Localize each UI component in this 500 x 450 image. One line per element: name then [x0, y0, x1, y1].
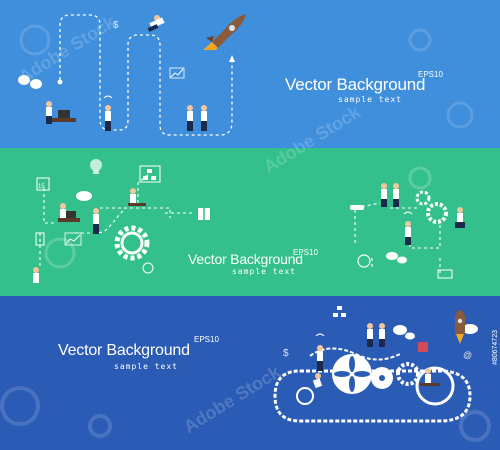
list-icon	[35, 232, 45, 246]
person-standing-icon	[93, 208, 99, 234]
cloud-icon	[462, 324, 478, 334]
chat-icon	[18, 75, 42, 89]
radiation-wheel-icon	[371, 367, 393, 389]
money-icon	[437, 269, 453, 279]
gift-icon	[198, 208, 210, 220]
banner-bottom-sample-text: sample text	[114, 362, 178, 371]
propeller-wheel-icon	[332, 354, 372, 394]
banner-middle-sample-text: sample text	[232, 267, 296, 276]
banner-bottom: $ @ Vector Background EPS10 sample text	[0, 296, 500, 450]
person-wifi-icon	[315, 333, 325, 371]
chat-icon	[386, 252, 407, 264]
globe-icon	[142, 262, 154, 274]
calendar-day-text: 15	[38, 184, 45, 190]
person-wifi-icon	[403, 211, 413, 245]
gear-wheel-icon	[396, 362, 420, 386]
calendar-icon: 15	[36, 177, 50, 191]
person-icon	[33, 267, 39, 283]
person-laptop-icon	[128, 188, 146, 206]
person-at-desk-icon	[46, 101, 76, 124]
banner-middle: 15	[0, 148, 500, 296]
handshake-people-icon	[187, 105, 207, 131]
rocket-icon	[455, 310, 465, 344]
chat-icon	[393, 325, 415, 340]
banner-middle-illustration: 15	[33, 159, 465, 283]
banner-top: $	[0, 0, 500, 148]
banner-bottom-title: Vector Background	[58, 342, 190, 359]
person-wifi-icon	[103, 95, 113, 131]
chart-icon	[64, 232, 82, 246]
gears-icon	[415, 190, 448, 224]
stock-id-text: #80674723	[492, 330, 499, 366]
lightbulb-icon	[90, 159, 102, 174]
banner-middle-title: Vector Background	[188, 251, 303, 267]
banner-bottom-illustration: $ @	[0, 306, 491, 442]
conveyor-belt	[273, 369, 472, 423]
at-sign-icon: @	[463, 350, 472, 360]
small-wheel	[296, 387, 314, 405]
banner-middle-eps: EPS10	[293, 248, 318, 257]
web-icon	[357, 254, 371, 268]
shopping-bag-icon	[418, 342, 428, 352]
handshake-people-icon	[381, 183, 399, 207]
gear-icon	[114, 225, 150, 261]
banner-bottom-eps: EPS10	[194, 335, 219, 344]
handshake-people-icon	[367, 323, 385, 347]
large-wheel	[415, 366, 455, 406]
chart-icon	[169, 67, 185, 79]
running-person-icon	[455, 207, 465, 228]
speech-bubble-icon	[76, 191, 92, 201]
banner-top-eps: EPS10	[418, 70, 443, 79]
banner-top-title: Vector Background	[285, 75, 426, 94]
path-arrow-head	[229, 55, 235, 62]
running-person-icon	[312, 373, 323, 389]
handshake-icon	[350, 205, 364, 210]
person-at-desk-icon	[58, 203, 80, 222]
banner-top-illustration: $	[18, 14, 474, 136]
person-at-desk-icon	[420, 368, 440, 386]
dollar-icon: $	[113, 20, 119, 31]
hierarchy-icon	[139, 165, 161, 183]
dollar-icon: $	[283, 348, 289, 359]
banner-top-sample-text: sample text	[338, 95, 402, 104]
path-start-dot	[57, 79, 63, 85]
flying-person-icon	[147, 15, 165, 32]
hierarchy-icon	[333, 306, 346, 317]
rocket-icon	[203, 14, 246, 50]
